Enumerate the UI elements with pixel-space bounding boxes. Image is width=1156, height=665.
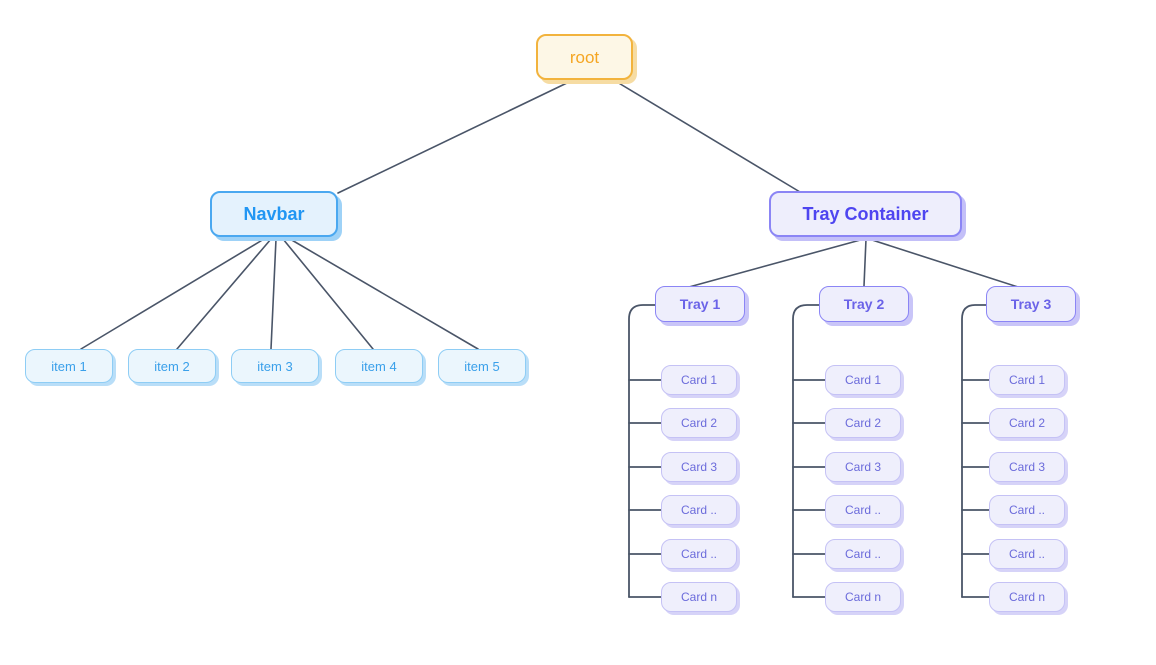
node-card-label: Card .. — [1008, 547, 1045, 561]
node-tray[interactable]: Tray 2 — [819, 286, 909, 322]
node-card-label: Card 3 — [844, 460, 882, 474]
node-nav-item-label: item 5 — [464, 358, 500, 374]
node-card[interactable]: Card .. — [661, 495, 737, 525]
edge-root-navbar — [337, 81, 570, 194]
edge-traycontainer-tray-1 — [688, 238, 865, 288]
node-card-label: Card 1 — [680, 373, 718, 387]
node-card[interactable]: Card .. — [989, 539, 1065, 569]
node-card-label: Card .. — [844, 503, 881, 517]
node-card[interactable]: Card 2 — [661, 408, 737, 438]
node-card[interactable]: Card 2 — [989, 408, 1065, 438]
node-root[interactable]: root — [536, 34, 633, 80]
node-card-label: Card n — [680, 590, 718, 604]
edge-navbar-item-5 — [289, 238, 479, 350]
node-nav-item[interactable]: item 1 — [25, 349, 113, 383]
node-root-label: root — [569, 47, 600, 67]
node-card-label: Card n — [1008, 590, 1046, 604]
node-tray-label: Tray 1 — [679, 296, 721, 312]
edge-traycontainer-tray-2 — [863, 238, 867, 287]
node-card-label: Card 3 — [1008, 460, 1046, 474]
node-tray-container[interactable]: Tray Container — [769, 191, 962, 237]
node-card[interactable]: Card 1 — [989, 365, 1065, 395]
node-navbar-label: Navbar — [243, 204, 305, 224]
node-card-label: Card .. — [1008, 503, 1045, 517]
node-card-label: Card 1 — [1008, 373, 1046, 387]
node-card[interactable]: Card 3 — [989, 452, 1065, 482]
node-card-label: Card .. — [844, 547, 881, 561]
node-tray-container-label: Tray Container — [802, 204, 929, 224]
edge-traycontainer-tray-3 — [868, 238, 1019, 288]
node-tray[interactable]: Tray 3 — [986, 286, 1076, 322]
node-navbar[interactable]: Navbar — [210, 191, 338, 237]
node-nav-item-label: item 2 — [154, 358, 190, 374]
node-nav-item[interactable]: item 3 — [231, 349, 319, 383]
node-card-label: Card .. — [680, 547, 717, 561]
node-card[interactable]: Card 3 — [661, 452, 737, 482]
node-card[interactable]: Card 3 — [825, 452, 901, 482]
edge-navbar-item-2 — [176, 238, 272, 350]
edge-navbar-item-4 — [282, 238, 374, 350]
edge-navbar-item-1 — [80, 238, 265, 350]
node-tray[interactable]: Tray 1 — [655, 286, 745, 322]
node-card[interactable]: Card 2 — [825, 408, 901, 438]
node-card[interactable]: Card n — [661, 582, 737, 612]
node-card[interactable]: Card 1 — [825, 365, 901, 395]
node-card[interactable]: Card 1 — [661, 365, 737, 395]
node-card-label: Card n — [844, 590, 882, 604]
node-card-label: Card 1 — [844, 373, 882, 387]
node-card-label: Card .. — [680, 503, 717, 517]
node-card-label: Card 3 — [680, 460, 718, 474]
node-card[interactable]: Card n — [825, 582, 901, 612]
node-nav-item[interactable]: item 4 — [335, 349, 423, 383]
node-card[interactable]: Card .. — [825, 539, 901, 569]
node-card[interactable]: Card .. — [989, 495, 1065, 525]
node-nav-item-label: item 1 — [51, 358, 87, 374]
edge-root-traycontainer — [616, 81, 801, 193]
node-card-label: Card 2 — [844, 416, 882, 430]
node-card[interactable]: Card .. — [661, 539, 737, 569]
bracket-tray-3 — [961, 304, 990, 598]
node-nav-item-label: item 4 — [361, 358, 397, 374]
bracket-tray-2 — [792, 304, 826, 598]
node-tray-label: Tray 2 — [843, 296, 885, 312]
bracket-tray-1 — [628, 304, 662, 598]
node-nav-item[interactable]: item 5 — [438, 349, 526, 383]
node-card-label: Card 2 — [680, 416, 718, 430]
node-card[interactable]: Card n — [989, 582, 1065, 612]
node-nav-item-label: item 3 — [257, 358, 293, 374]
node-card[interactable]: Card .. — [825, 495, 901, 525]
node-card-label: Card 2 — [1008, 416, 1046, 430]
edge-navbar-item-3 — [270, 238, 277, 350]
node-nav-item[interactable]: item 2 — [128, 349, 216, 383]
node-tray-label: Tray 3 — [1010, 296, 1052, 312]
